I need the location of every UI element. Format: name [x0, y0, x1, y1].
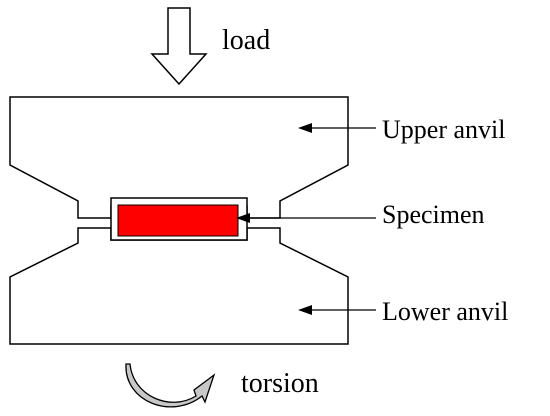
specimen-label: Specimen	[382, 200, 485, 229]
lower-anvil	[9, 227, 349, 345]
torsion-label: torsion	[241, 368, 319, 399]
specimen-pointer	[236, 213, 376, 223]
upper-anvil-pointer	[298, 123, 376, 133]
load-label: load	[222, 25, 270, 56]
torsion-arrow-icon	[125, 363, 216, 408]
upper-anvil-label: Upper anvil	[382, 115, 505, 144]
lower-anvil-pointer	[298, 305, 376, 315]
specimen	[117, 204, 239, 237]
load-arrow-icon	[150, 7, 208, 86]
lower-anvil-label: Lower anvil	[382, 297, 508, 326]
